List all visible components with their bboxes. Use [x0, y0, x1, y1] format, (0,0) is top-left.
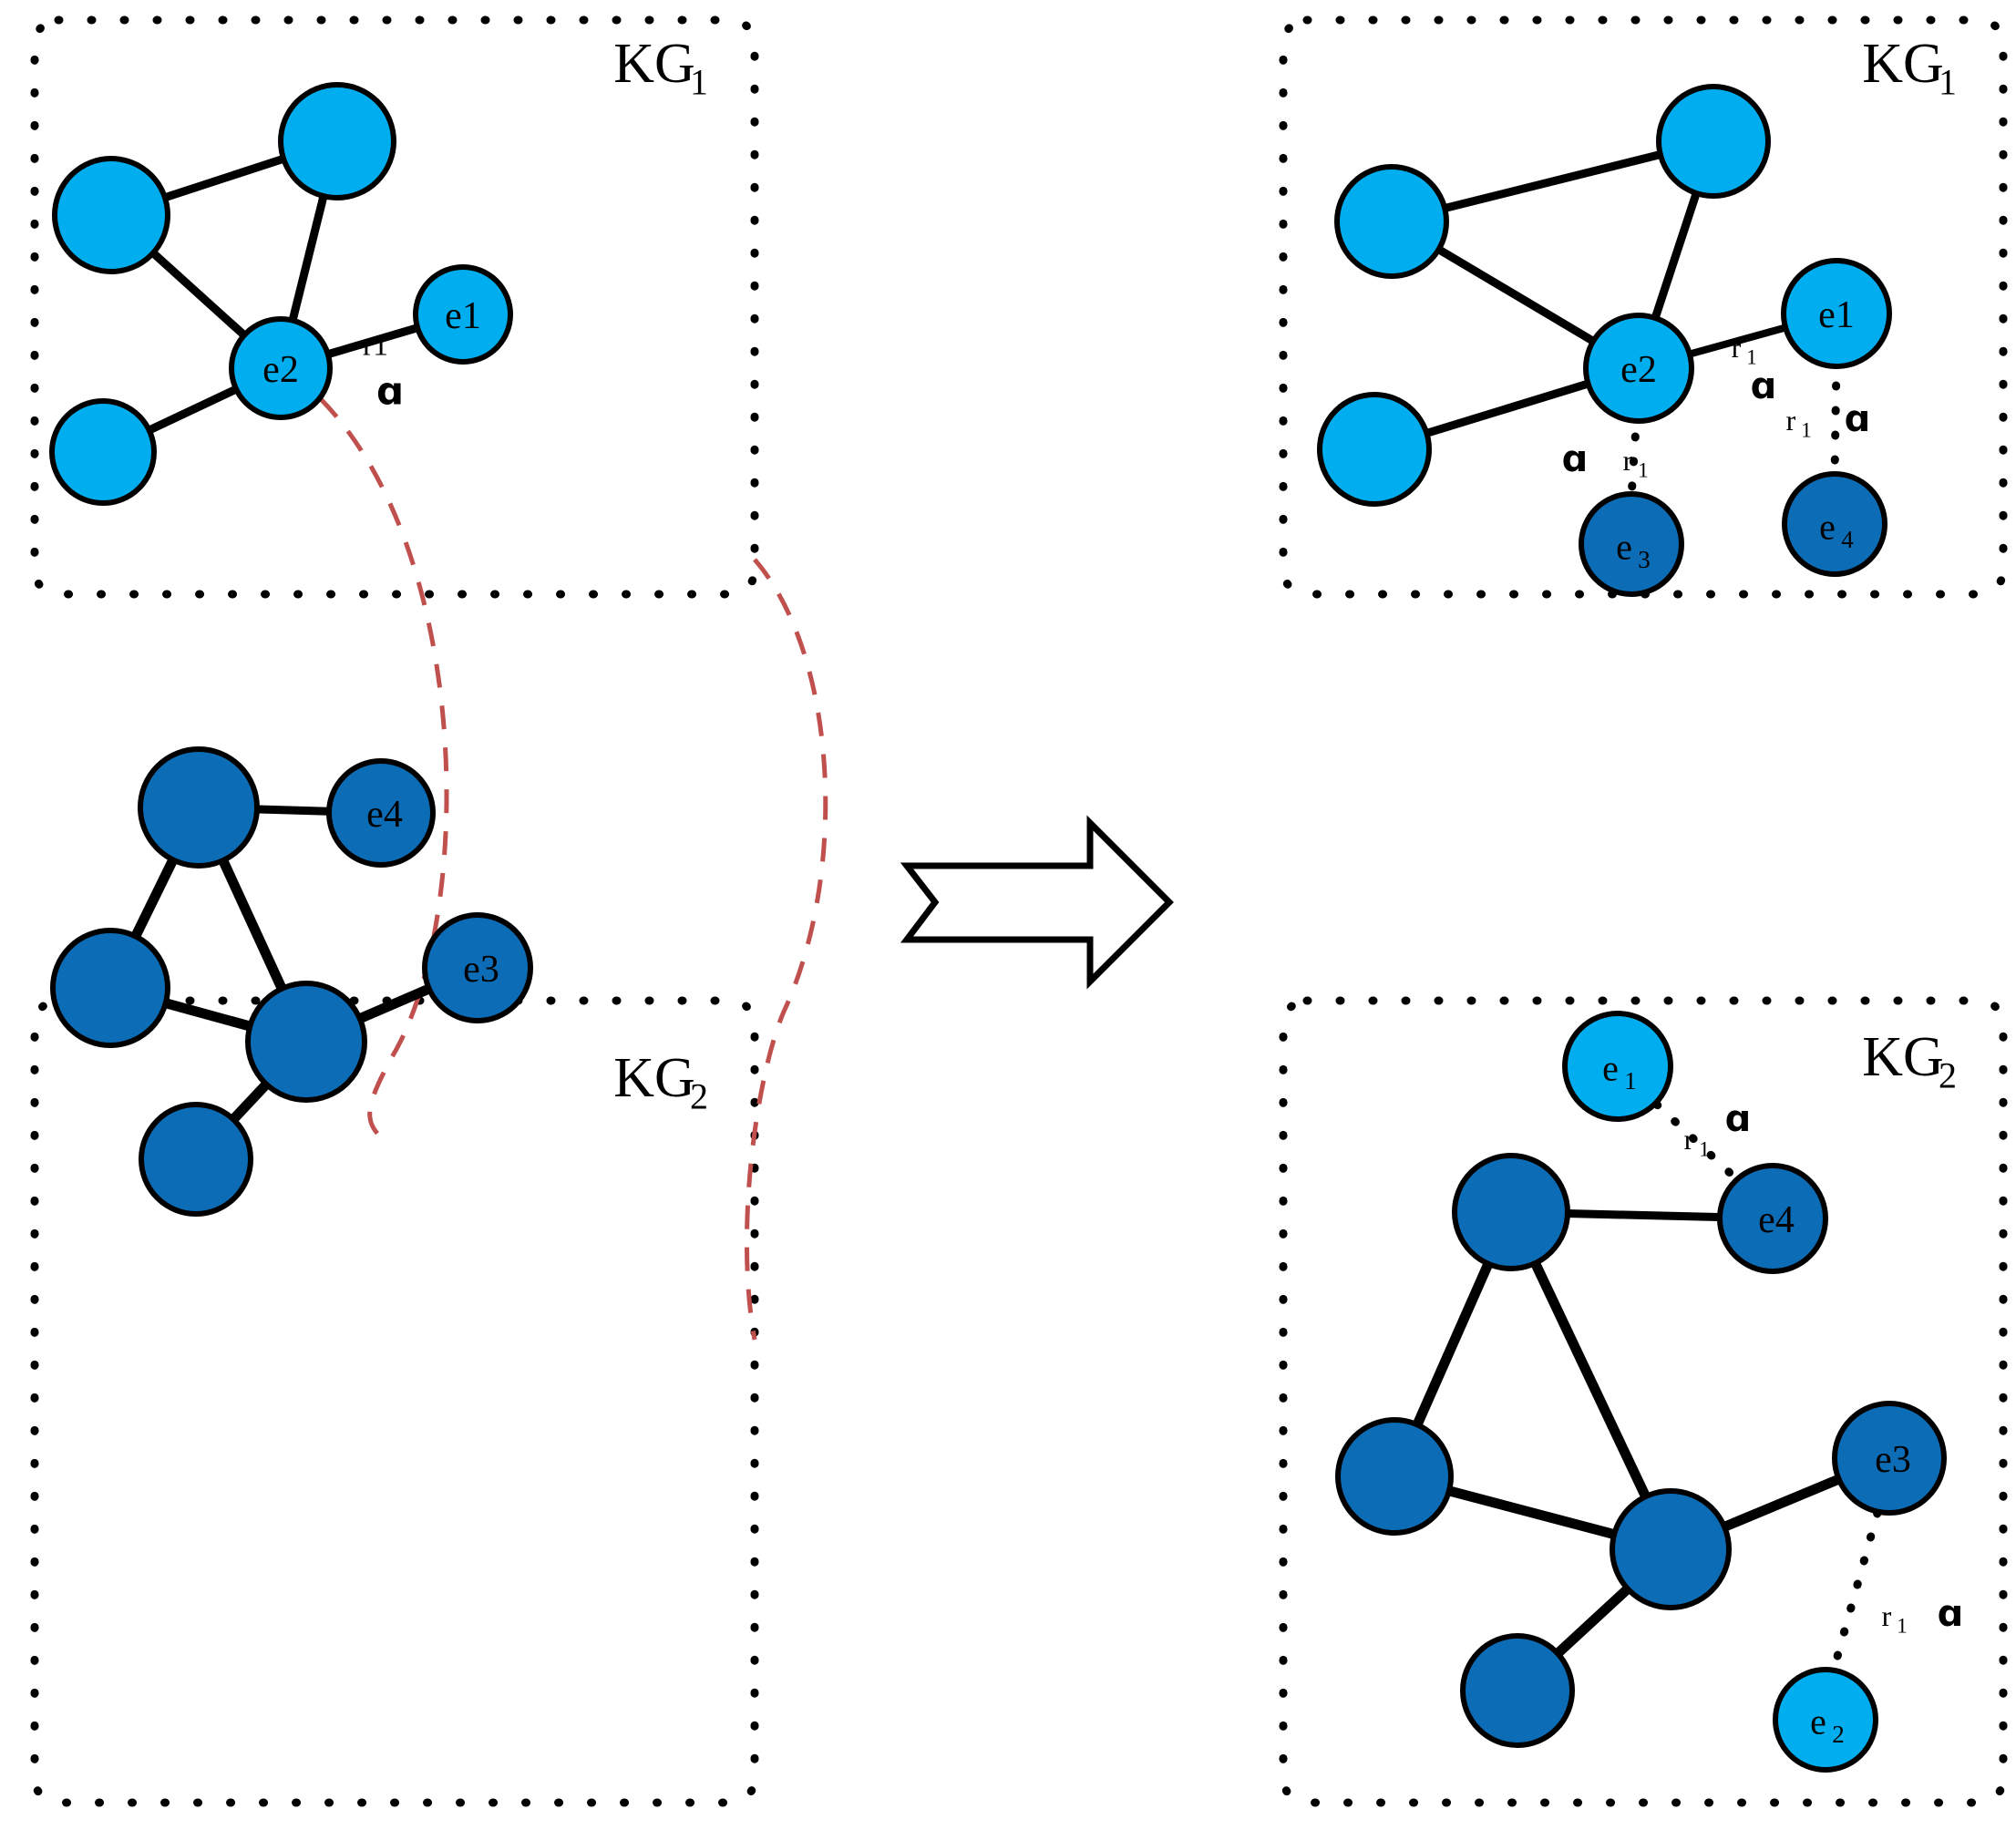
- alpha-label-e1-e4: ɑ: [1725, 1098, 1752, 1140]
- panel-border-left-kg2: [30, 996, 759, 1807]
- nodes-left-kg1: e2 e1: [49, 82, 513, 506]
- nodes-right-kg1: e2 e1 e 3 e 4: [1317, 84, 1892, 597]
- panel-title-left-kg2-sub: 2: [690, 1076, 708, 1117]
- kg-node-e3[interactable]: [1832, 1401, 1947, 1516]
- relation-label-r1-e2-e1-sub: 1: [1746, 346, 1757, 369]
- node-label-e2: e: [1810, 1701, 1826, 1742]
- node-label-e2: e2: [1620, 349, 1657, 391]
- relation-label-r1-e3-e2: r: [1882, 1599, 1892, 1632]
- node-label-e1: e1: [445, 295, 481, 337]
- edge-dotted: [1652, 1100, 1747, 1189]
- panel-titles: KG 1 KG 2 KG 1 KG 2: [613, 33, 1957, 1117]
- panel-border-right-kg2: [1279, 996, 2008, 1807]
- panel-title-left-kg1: KG: [613, 33, 695, 95]
- panel-title-left-kg1-sub: 1: [690, 62, 708, 103]
- relation-label-r1-e1-e4: r: [1684, 1123, 1694, 1156]
- node-label-e1: e1: [1818, 294, 1855, 336]
- panel-title-left-kg2: KG: [613, 1047, 695, 1109]
- kg-node-e4[interactable]: [1717, 1163, 1828, 1274]
- annotations-right-kg2: r 1 ɑ r 1 ɑ: [1684, 1098, 1964, 1638]
- kg-node-e2[interactable]: [229, 316, 333, 420]
- relation-label-r1: r1: [363, 329, 388, 363]
- node-label-e4-sub: 4: [1841, 526, 1854, 553]
- node-label-e3: e3: [463, 949, 499, 991]
- kg-node-e1[interactable]: [1781, 258, 1892, 369]
- kg-node-e4[interactable]: [1782, 471, 1887, 577]
- kg-node-e4[interactable]: [326, 758, 436, 868]
- node-label-e3: e: [1616, 527, 1632, 568]
- panel-title-right-kg1: KG: [1862, 33, 1944, 95]
- edge: [1507, 1209, 1675, 1552]
- graph-right-kg1: e2 e1 e 3 e 4 r 1 ɑ r 1 ɑ ɑ r 1: [1317, 84, 1892, 597]
- node-label-e4: e: [1819, 507, 1836, 548]
- relation-label-r1-e3-e2-sub: 1: [1897, 1615, 1908, 1638]
- node-label-e3: e3: [1875, 1439, 1911, 1481]
- kg-node[interactable]: [1610, 1488, 1732, 1610]
- edge-dotted: [1627, 407, 1641, 501]
- kg-node[interactable]: [1335, 1417, 1454, 1536]
- kg-node-e1[interactable]: [1562, 1011, 1673, 1122]
- node-label-e1-sub: 1: [1624, 1067, 1637, 1095]
- kg-node-e2[interactable]: [1583, 313, 1694, 424]
- relation-label-r1-e2-e3: r: [1623, 444, 1633, 477]
- alpha-label-e3-e2: ɑ: [1938, 1593, 1964, 1635]
- annotations-left-kg1: r1 ɑ: [363, 329, 404, 414]
- kg-node[interactable]: [52, 156, 170, 274]
- graph-left-kg2: e4 e3: [50, 746, 533, 1217]
- kg-node[interactable]: [245, 981, 367, 1103]
- transformation-arrow: [900, 815, 1174, 990]
- node-label-e2-sub: 2: [1832, 1721, 1845, 1748]
- kg-node[interactable]: [1334, 164, 1449, 279]
- kg-node[interactable]: [139, 1102, 253, 1217]
- kg-node-e2[interactable]: [1773, 1667, 1878, 1773]
- relation-label-r1-e2-e3-sub: 1: [1638, 459, 1649, 482]
- kg-node[interactable]: [1656, 84, 1771, 199]
- panel-title-right-kg1-sub: 1: [1939, 62, 1957, 103]
- relation-label-r1-e1-e4-sub: 1: [1699, 1138, 1710, 1161]
- panel-border-left-kg1: [30, 15, 759, 599]
- kg-node[interactable]: [1460, 1633, 1575, 1748]
- nodes-right-kg2: e4 e3 e 1 e 2: [1335, 1011, 1947, 1773]
- kg-node[interactable]: [278, 82, 396, 200]
- alpha-label-e2-e1: ɑ: [1751, 365, 1777, 407]
- kg-node[interactable]: [49, 398, 157, 506]
- node-label-e4: e4: [1758, 1199, 1795, 1241]
- relation-label-r1-e2-e1: r: [1732, 331, 1742, 364]
- kg-node[interactable]: [50, 928, 170, 1048]
- node-label-e2: e2: [262, 349, 299, 391]
- alpha-label-e1-e4: ɑ: [1845, 398, 1871, 440]
- node-label-e3-sub: 3: [1638, 546, 1651, 573]
- nodes-left-kg2: e4 e3: [50, 746, 533, 1217]
- node-label-e4: e4: [366, 794, 403, 836]
- relation-label-r1-e1-e4: r: [1786, 404, 1796, 437]
- edges-right-kg1: [1373, 137, 1841, 501]
- alpha-label-e2-e3: ɑ: [1562, 438, 1589, 480]
- alignment-links: [319, 397, 828, 1341]
- edge-dotted: [1830, 356, 1841, 480]
- relation-label-r1-e1-e4-sub: 1: [1801, 419, 1812, 442]
- annotations-right-kg1: r 1 ɑ r 1 ɑ ɑ r 1: [1562, 331, 1871, 482]
- kg-node[interactable]: [1317, 392, 1432, 507]
- kg-node[interactable]: [138, 746, 260, 869]
- kg-node[interactable]: [1452, 1153, 1570, 1271]
- kg-node-e1[interactable]: [413, 264, 513, 365]
- panel-title-right-kg2: KG: [1862, 1026, 1944, 1088]
- align-link-e1-e3: [745, 558, 828, 1341]
- kg-node-e3[interactable]: [422, 912, 533, 1023]
- edge-dotted: [1829, 1508, 1882, 1674]
- panel-title-right-kg2-sub: 2: [1939, 1055, 1957, 1096]
- alpha-label: ɑ: [376, 369, 404, 414]
- kg-node-e3[interactable]: [1579, 491, 1684, 597]
- graph-left-kg1: e2 e1 r1 ɑ: [49, 82, 513, 506]
- arrow-shape: [900, 815, 1174, 990]
- node-label-e1: e: [1602, 1048, 1619, 1089]
- graph-right-kg2: e4 e3 e 1 e 2 r 1 ɑ r 1 ɑ: [1335, 1011, 1964, 1773]
